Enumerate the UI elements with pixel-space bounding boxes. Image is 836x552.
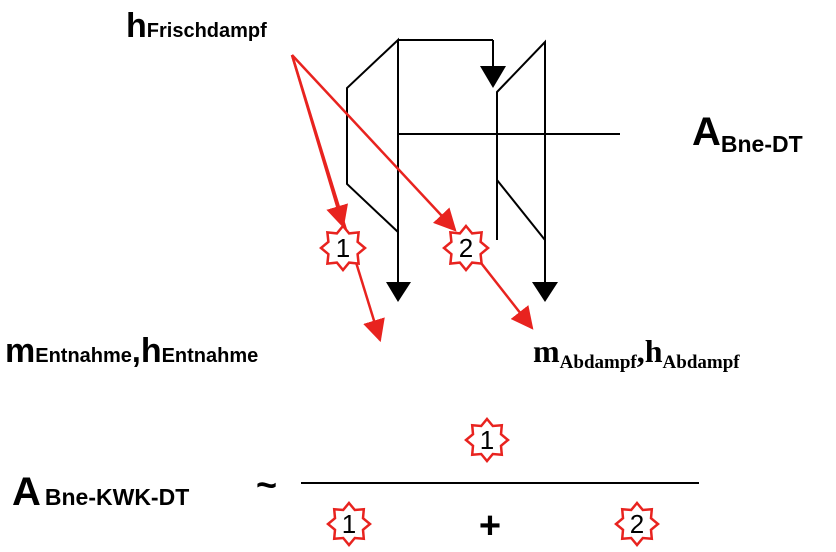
- turbine-stage-1: [346, 37, 399, 235]
- formula-star-denominator-2: 2: [614, 501, 660, 547]
- formula-denominator-1-label: 1: [342, 509, 356, 539]
- formula-numerator-label: 1: [480, 425, 494, 455]
- flow-arrowhead-extraction: [386, 282, 411, 302]
- extraction-label: mEntnahme,hEntnahme: [5, 332, 258, 370]
- red-arrow-to-exhaust: [473, 253, 534, 330]
- turbine-stage-2: [496, 39, 546, 243]
- flow-arrowhead-inlet: [480, 66, 506, 88]
- red-arrow-to-star-1: [290, 54, 348, 229]
- formula-approx: ~: [256, 464, 277, 505]
- formula-star-numerator: 1: [464, 417, 510, 463]
- marker-star-1-label: 1: [336, 233, 350, 263]
- flow-arrowhead-exhaust: [532, 282, 558, 302]
- power-label: ABne-DT: [692, 110, 803, 157]
- formula-denominator-2-label: 2: [630, 509, 644, 539]
- exhaust-label: mAbdampf,hAbdampf: [533, 333, 740, 373]
- red-arrow-to-star-2: [291, 54, 457, 232]
- fresh-steam-label: hFrischdampf: [126, 7, 267, 45]
- marker-star-2-label: 2: [459, 233, 473, 263]
- marker-star-1: 1: [319, 224, 367, 272]
- formula-star-denominator-1: 1: [326, 501, 372, 547]
- formula-plus: +: [479, 505, 501, 547]
- marker-star-2: 2: [442, 224, 490, 272]
